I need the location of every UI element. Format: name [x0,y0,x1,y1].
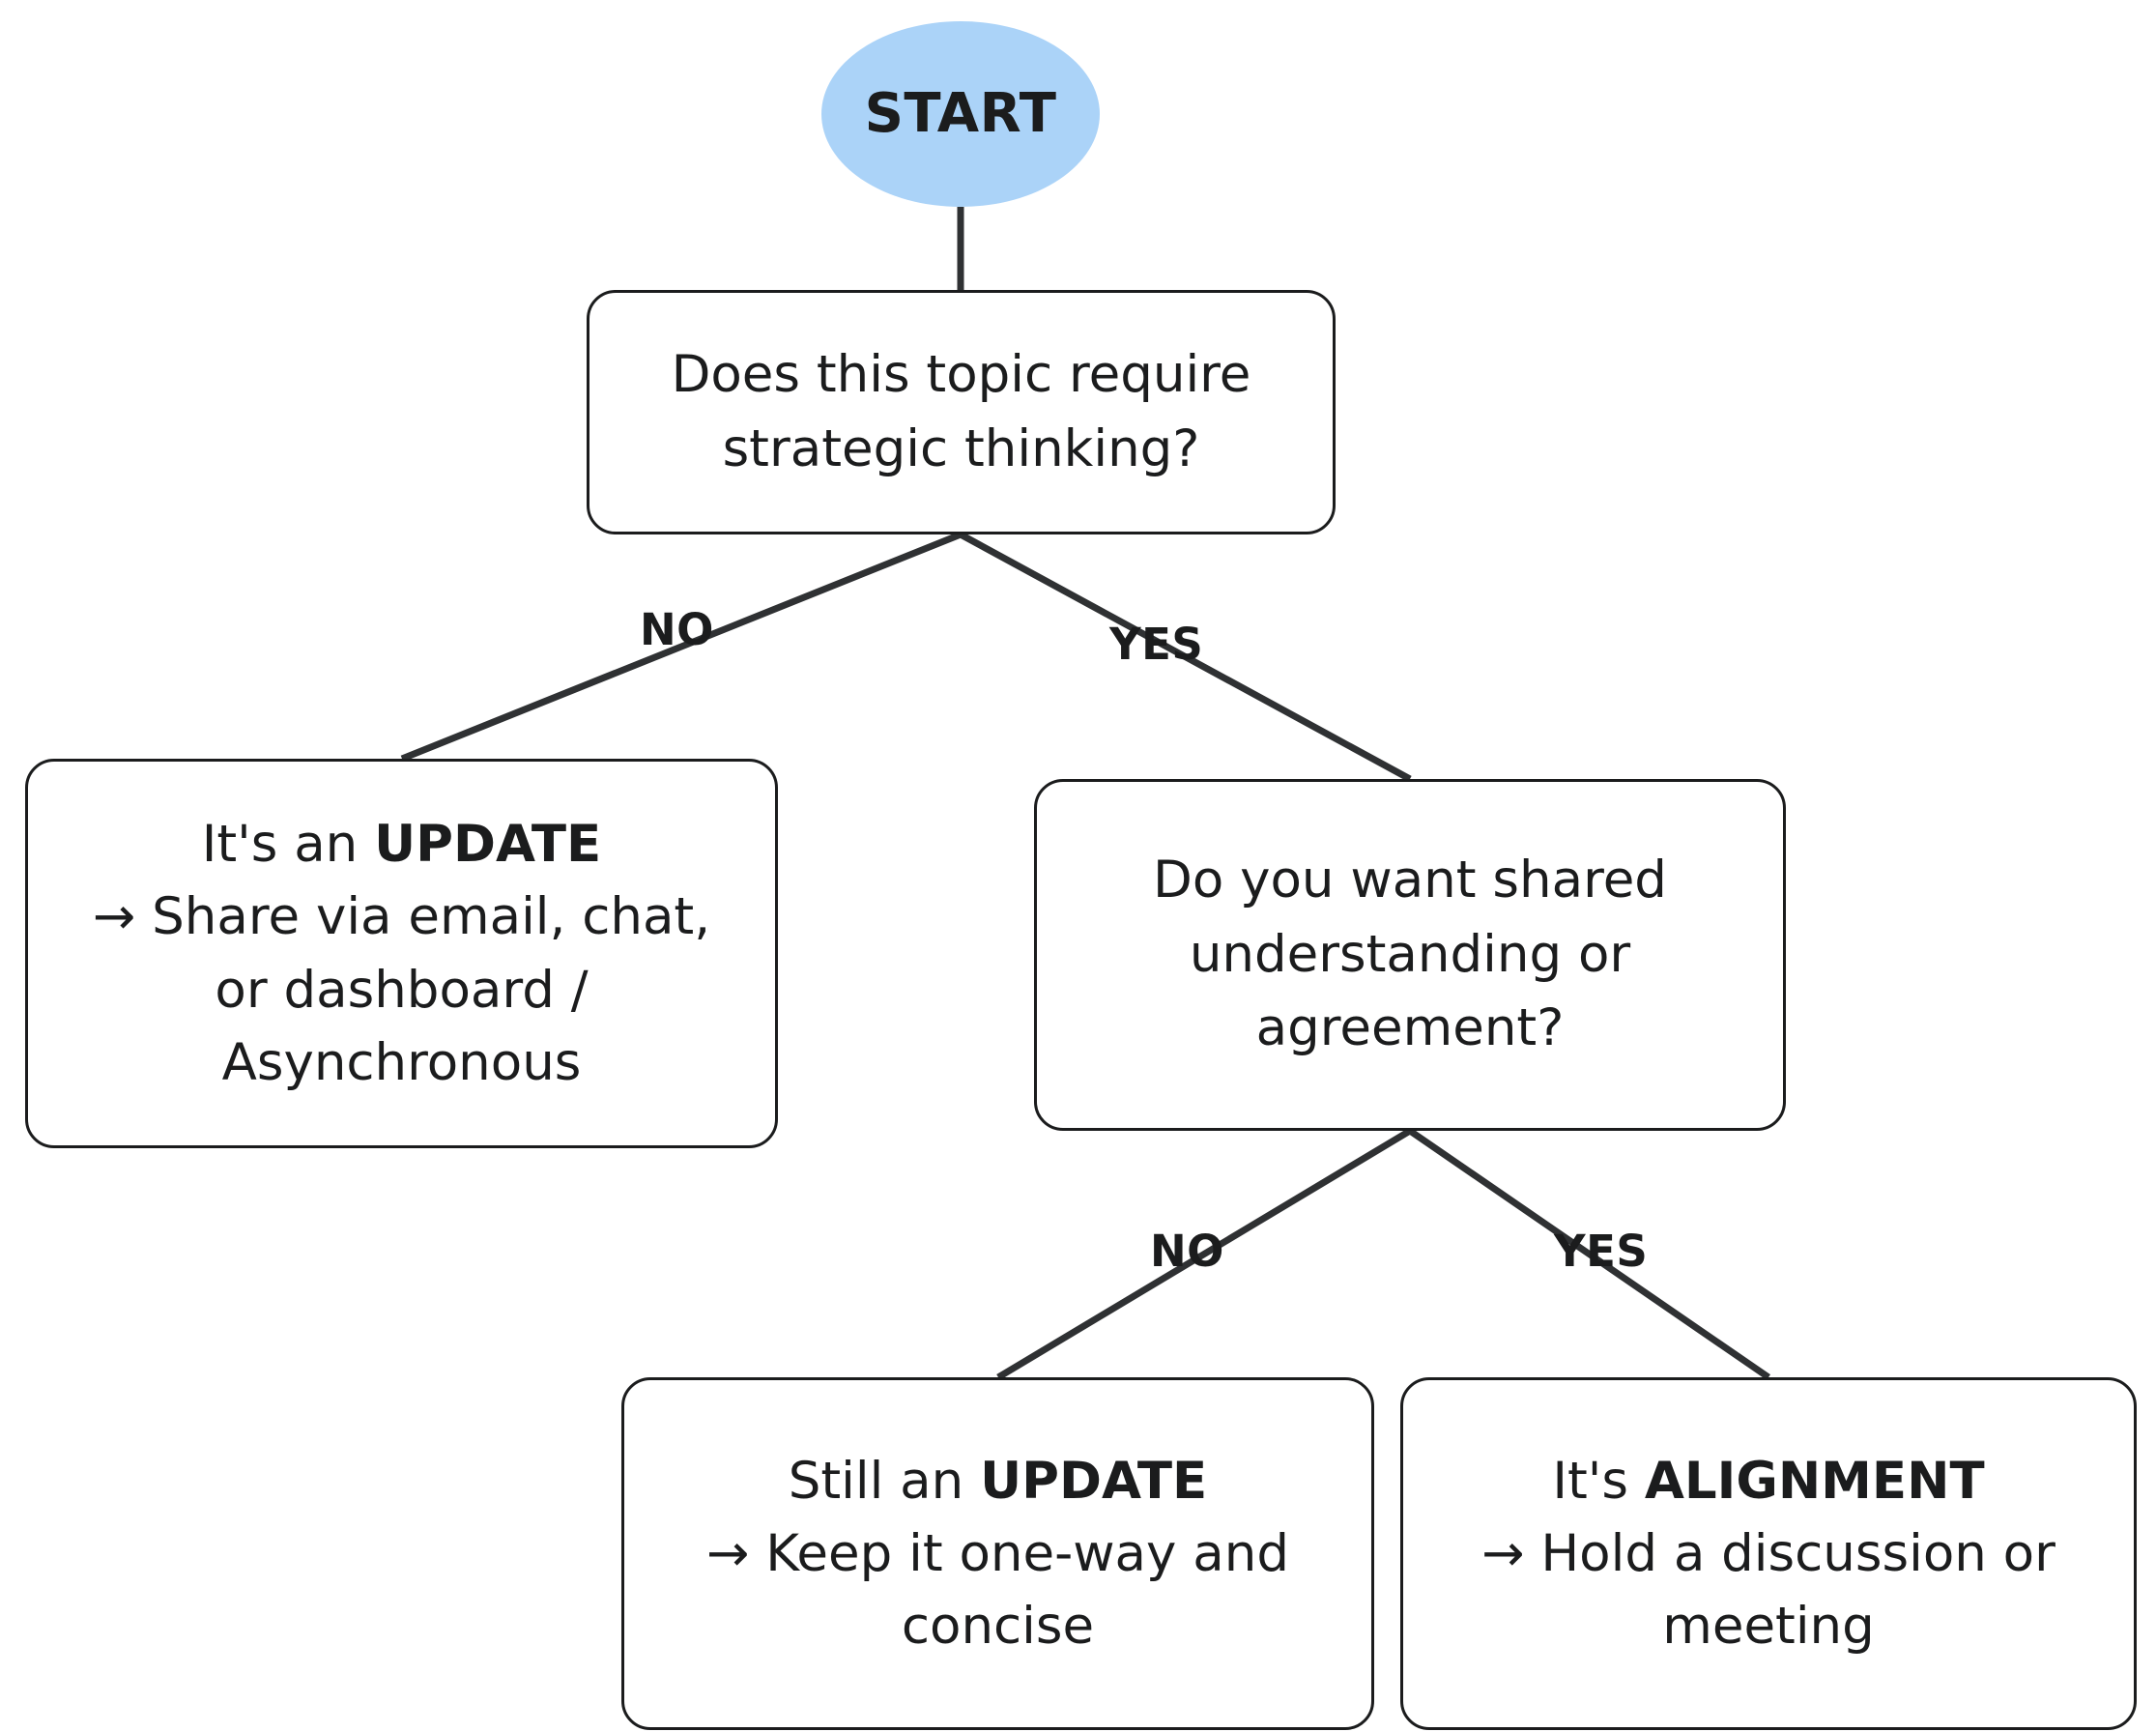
outcome-update-left-line3: or dashboard / [215,960,589,1020]
outcome-update-bottom-line1: Still an UPDATE [624,1445,1371,1517]
edge-label-decision2-yes: YES [1554,1226,1649,1277]
outcome-update-bottom-line2: → Keep it one-way and [706,1523,1289,1583]
outcome-update-left-line2: → Share via email, chat, [92,887,711,947]
node-start-label: START [864,82,1057,146]
outcome-alignment-line1-prefix: It's [1552,1451,1645,1511]
node-outcome-update-oneway[interactable]: Still an UPDATE → Keep it one-way and co… [621,1377,1374,1730]
outcome-alignment-line1: It's ALIGNMENT [1403,1445,2134,1517]
outcome-update-bottom-line1-prefix: Still an [788,1451,981,1511]
decision1-line2: strategic thinking? [722,419,1200,478]
node-decision-strategic-thinking[interactable]: Does this topic require strategic thinki… [587,290,1336,534]
node-outcome-alignment[interactable]: It's ALIGNMENT → Hold a discussion or me… [1400,1377,2137,1730]
outcome-update-left-line1-bold: UPDATE [374,815,602,874]
edge-label-decision1-yes: YES [1109,619,1204,670]
outcome-alignment-line1-bold: ALIGNMENT [1644,1451,1985,1511]
decision2-line1: Do you want shared [1153,850,1667,909]
decision2-line3: agreement? [1255,998,1565,1058]
outcome-alignment-line2: → Hold a discussion or [1481,1523,2055,1583]
outcome-update-bottom-line3: concise [901,1597,1095,1657]
outcome-alignment-line3: meeting [1662,1597,1875,1657]
node-start[interactable]: START [821,21,1100,207]
outcome-update-left-line1: It's an UPDATE [28,808,775,880]
decision1-line1: Does this topic require [671,344,1251,404]
outcome-update-left-line1-prefix: It's an [201,815,375,874]
node-outcome-update-async[interactable]: It's an UPDATE → Share via email, chat, … [25,759,778,1148]
outcome-update-left-line4: Asynchronous [221,1032,582,1092]
outcome-update-bottom-line1-bold: UPDATE [980,1451,1208,1511]
edge-label-decision2-no: NO [1150,1226,1224,1277]
edge-label-decision1-no: NO [640,604,714,655]
node-decision-shared-understanding[interactable]: Do you want shared understanding or agre… [1034,779,1786,1131]
decision2-line2: understanding or [1189,924,1631,984]
